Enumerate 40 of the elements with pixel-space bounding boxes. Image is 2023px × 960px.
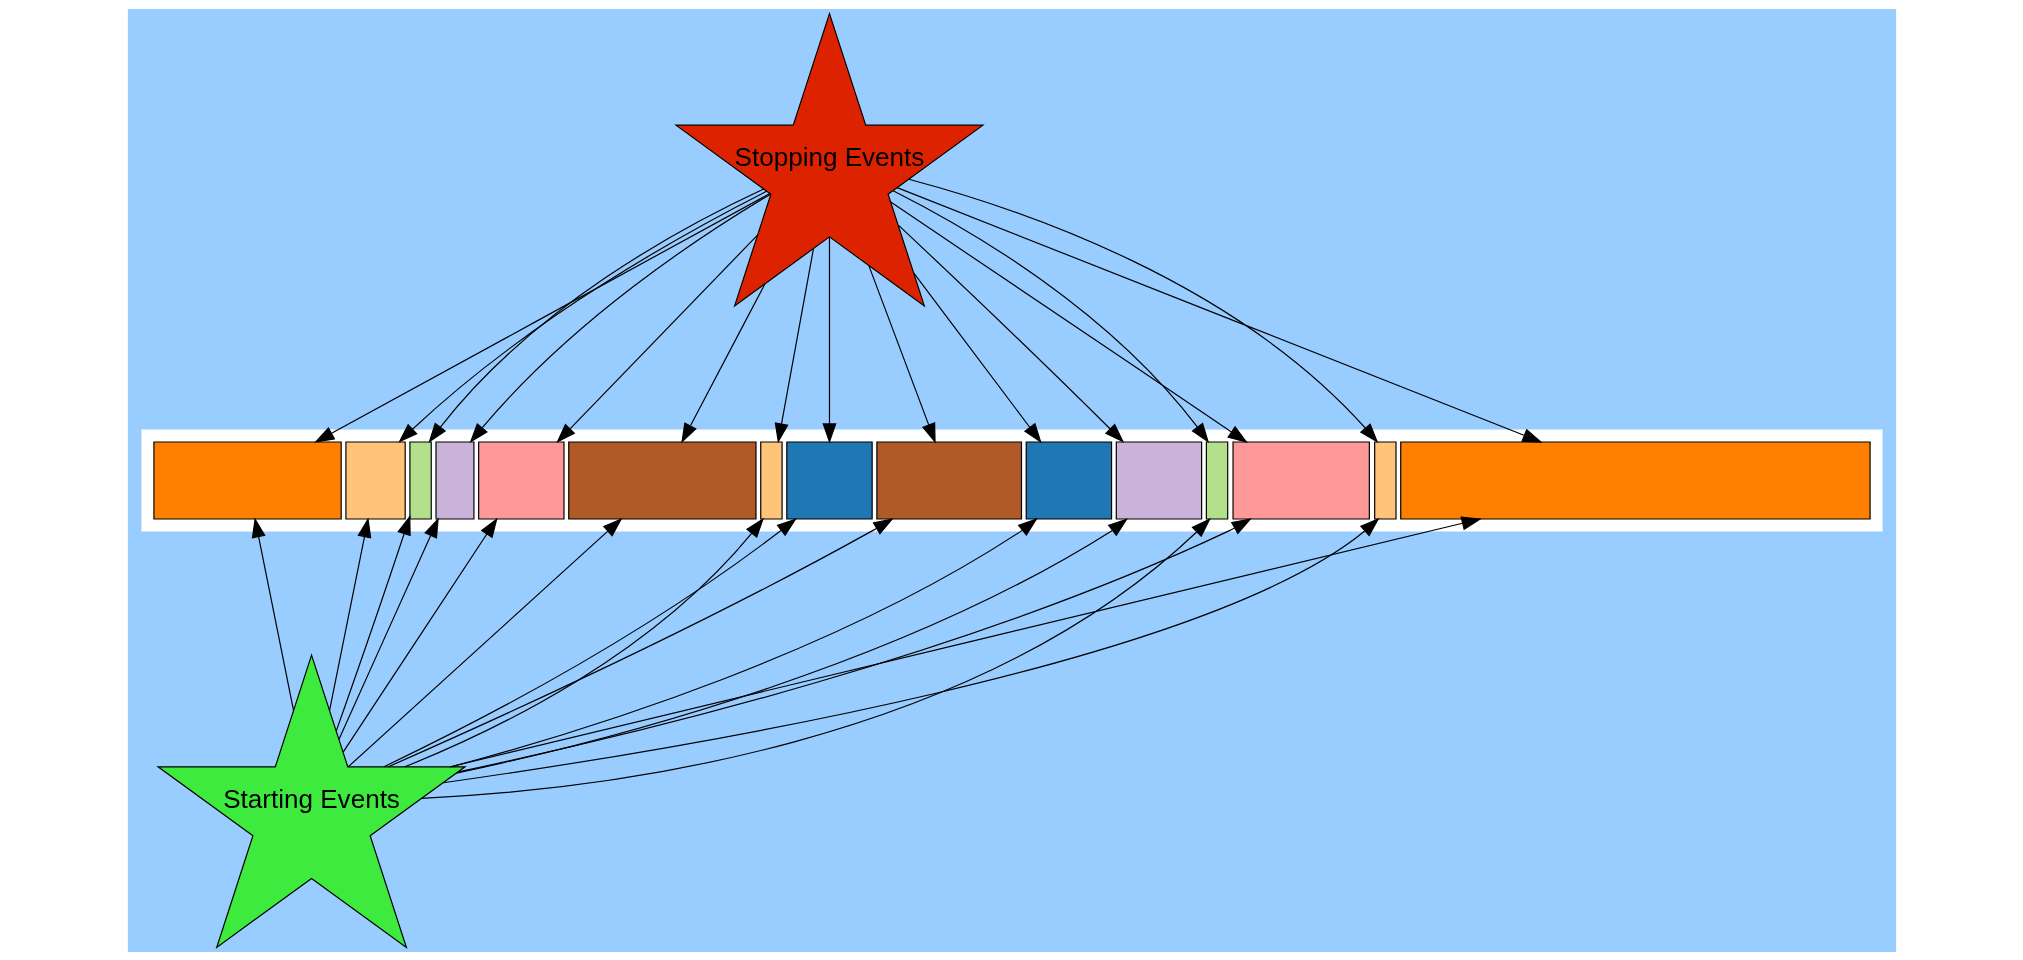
arrow: [347, 517, 622, 767]
node-box: [344, 440, 406, 520]
arrow: [337, 517, 439, 740]
arrow: [912, 272, 1042, 443]
node-box: [759, 440, 783, 520]
arrow: [342, 517, 498, 752]
arrow: [449, 516, 1482, 767]
node-box: [434, 440, 474, 520]
arrow: [328, 516, 371, 711]
node-box: [152, 440, 342, 520]
arrow: [251, 516, 294, 711]
node-box: [1205, 440, 1228, 520]
arrow: [774, 247, 814, 443]
node-box: [567, 440, 757, 520]
arrow: [680, 282, 766, 443]
node-box: [785, 440, 873, 520]
arrow: [867, 264, 936, 443]
node-box: [1373, 440, 1397, 520]
arrow: [889, 201, 1248, 443]
node-box: [477, 440, 565, 520]
arrow: [442, 517, 1380, 783]
node-box: [408, 440, 432, 520]
arrow: [313, 192, 770, 443]
node-box: [1231, 440, 1370, 520]
arrow: [457, 517, 1252, 772]
node-box: [875, 440, 1022, 520]
arrow: [897, 224, 1124, 443]
node-box: [1399, 440, 1871, 520]
arrow: [555, 234, 758, 443]
arrow: [896, 186, 1543, 443]
arrow: [387, 517, 894, 767]
arrow: [335, 514, 411, 732]
arrow: [455, 517, 1128, 774]
arrow: [821, 236, 837, 443]
node-box: [1025, 440, 1112, 520]
arrow: [907, 178, 1378, 443]
arrow: [892, 189, 1209, 443]
arrow: [469, 193, 771, 443]
arrow: [420, 517, 1211, 799]
node-box: [1115, 440, 1202, 520]
